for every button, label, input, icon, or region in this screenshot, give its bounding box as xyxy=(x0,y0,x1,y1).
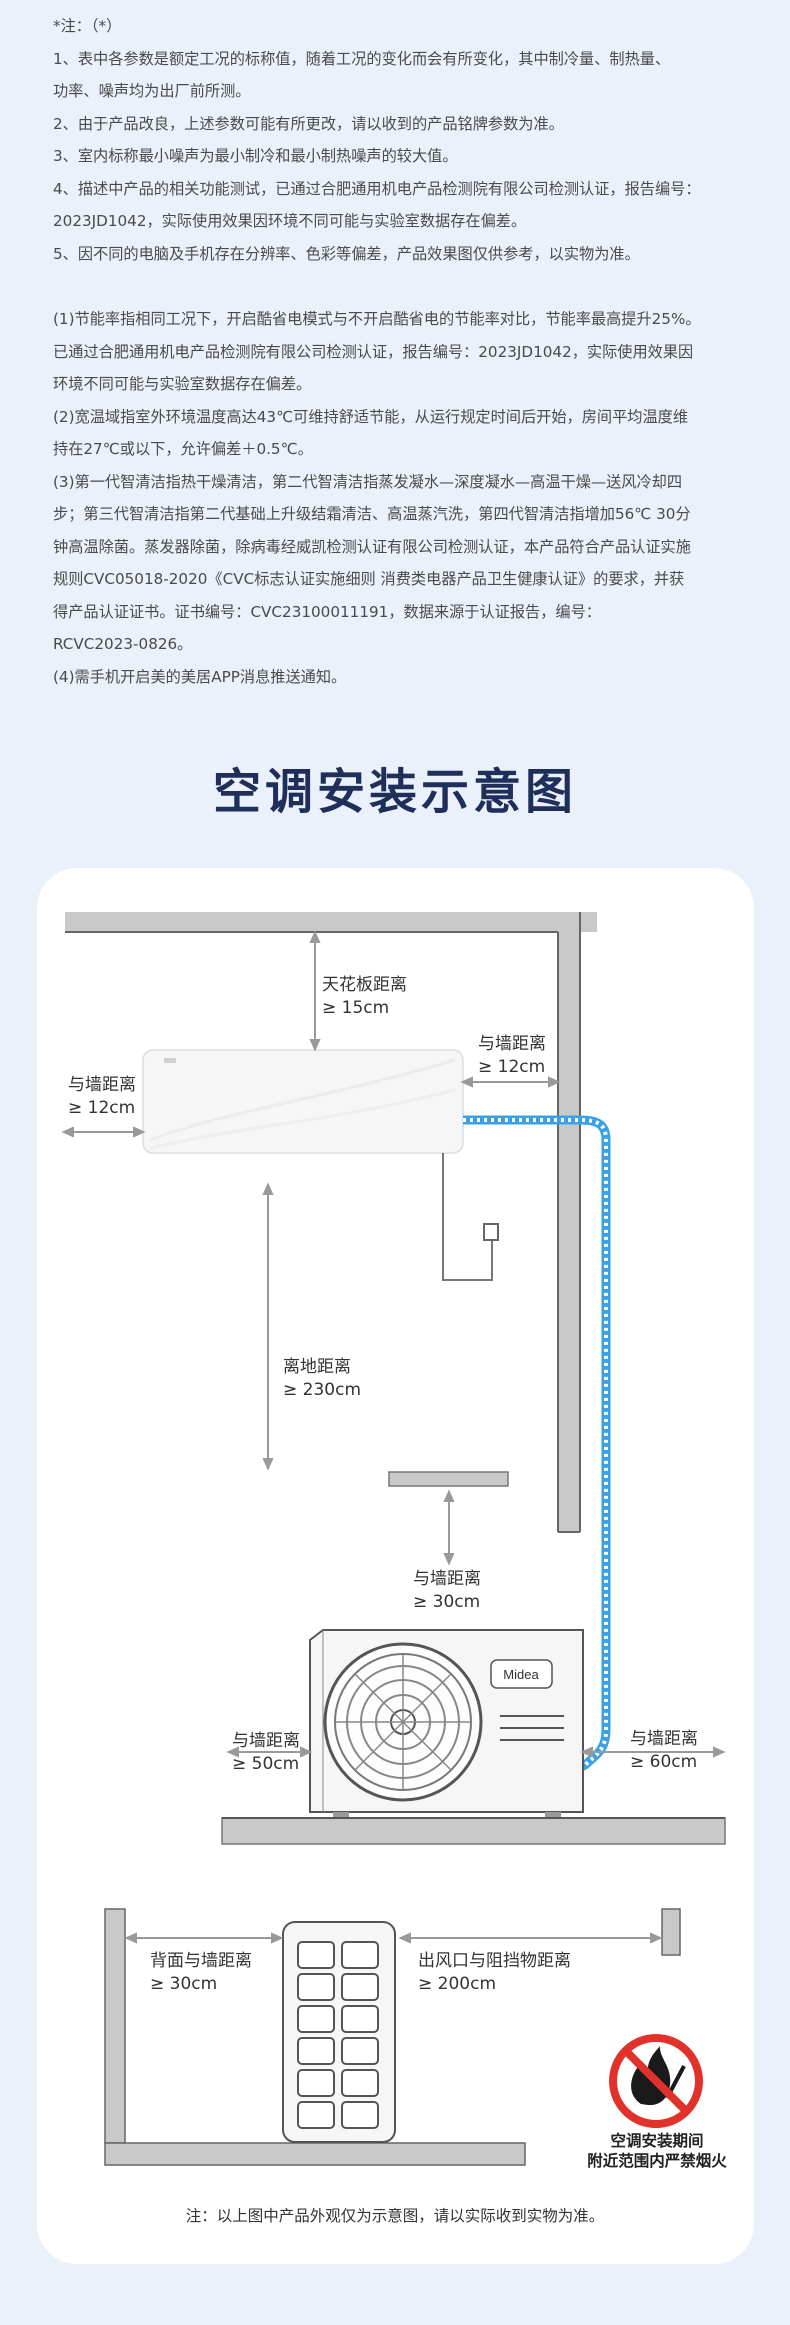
note-line: 2、由于产品改良，上述参数可能有所更改，请以收到的产品铭牌参数为准。 xyxy=(53,114,564,133)
note-line: 步；第三代智清洁指第二代基础上升级结霜清洁、高温蒸汽洗，第四代智清洁指增加56℃… xyxy=(53,505,691,523)
diagram-footnote: 注：以上图中产品外观仅为示意图，请以实际收到实物为准。 xyxy=(185,2207,605,2225)
outdoor-unit: Midea xyxy=(309,1629,584,1820)
note-line: 钟高温除菌。蒸发器除菌，除病毒经威凯检测认证有限公司检测认证，本产品符合产品认证… xyxy=(53,537,691,556)
left-wall-lower xyxy=(104,1908,126,2144)
note-line: 规则CVC05018-2020《CVC标志认证实施细则 消费类电器产品卫生健康认… xyxy=(53,570,685,588)
no-fire-icon xyxy=(609,2034,703,2128)
note-line: 已通过合肥通用机电产品检测院有限公司检测认证，报告编号：2023JD1042，实… xyxy=(53,342,694,361)
note-line: 1、表中各参数是额定工况的标称值，随着工况的变化而会有所变化，其中制冷量、制热量… xyxy=(53,49,671,68)
page-title: 空调安装示意图 xyxy=(212,764,577,820)
note-line: *注：（*） xyxy=(53,17,122,35)
note-line: (2)宽温域指室外环境温度高达43℃可维持舒适节能，从运行规定时间后开始，房间平… xyxy=(53,407,689,426)
outdoor-unit-side xyxy=(282,1921,396,2143)
refrigerant-pipe xyxy=(463,1115,611,1775)
note-line: (4)需手机开启美的美居APP消息推送通知。 xyxy=(53,667,347,686)
right-wall-upper xyxy=(558,912,580,1532)
no-fire-warning: 空调安装期间附近范围内严禁烟火 xyxy=(587,2132,727,2170)
brand-logo: Midea xyxy=(503,1667,539,1682)
ground xyxy=(221,1817,726,1845)
note-line: 功率、噪声均为出厂前所测。 xyxy=(53,82,251,100)
note-line: 得产品认证证书。证书编号：CVC23100011191，数据来源于认证报告，编号… xyxy=(53,602,601,621)
floor-lower xyxy=(104,2142,526,2166)
note-line: (1)节能率指相同工况下，开启酷省电模式与不开启酷省电的节能率对比，节能率最高提… xyxy=(53,310,701,328)
notes-section: *注：（*） 1、表中各参数是额定工况的标称值，随着工况的变化而会有所变化，其中制… xyxy=(53,10,773,693)
indoor-unit xyxy=(142,1049,464,1154)
back-distance-label: 背面与墙距离≥ 30cm xyxy=(150,1951,252,1994)
note-line: RCVC2023-0826。 xyxy=(53,635,193,653)
ceiling-distance-label: 天花板距离≥ 15cm xyxy=(322,975,407,1018)
note-line: (3)第一代智清洁指热干燥清洁，第二代智清洁指蒸发凝水—深度凝水—高温干燥—送风… xyxy=(53,472,683,491)
obstacle xyxy=(661,1908,681,1956)
note-line: 3、室内标称最小噪声为最小制冷和最小制热噪声的较大值。 xyxy=(53,147,458,165)
outdoor-right-distance-label: 与墙距离≥ 60cm xyxy=(630,1729,698,1772)
note-line: 持在27℃或以下，允许偏差＋0.5℃。 xyxy=(53,440,313,458)
floor-distance-label: 离地距离≥ 230cm xyxy=(283,1357,362,1400)
note-line: 环境不同可能与实验室数据存在偏差。 xyxy=(53,375,312,393)
right-wall-distance-label: 与墙距离≥ 12cm xyxy=(478,1034,546,1077)
ceiling-wall xyxy=(65,912,597,932)
outlet-distance-label: 出风口与阻挡物距离≥ 200cm xyxy=(418,1951,571,1994)
outdoor-top-distance-label: 与墙距离≥ 30cm xyxy=(413,1569,481,1612)
note-line: 2023JD1042，实际使用效果因环境不同可能与实验室数据存在偏差。 xyxy=(53,212,527,230)
left-wall-distance-label: 与墙距离≥ 12cm xyxy=(68,1075,136,1118)
note-line: 4、描述中产品的相关功能测试，已通过合肥通用机电产品检测院有限公司检测认证，报告… xyxy=(53,179,701,198)
note-line: 5、因不同的电脑及手机存在分辨率、色彩等偏差，产品效果图仅供参考，以实物为准。 xyxy=(53,244,640,263)
outdoor-left-distance-label: 与墙距离≥ 50cm xyxy=(232,1731,300,1774)
